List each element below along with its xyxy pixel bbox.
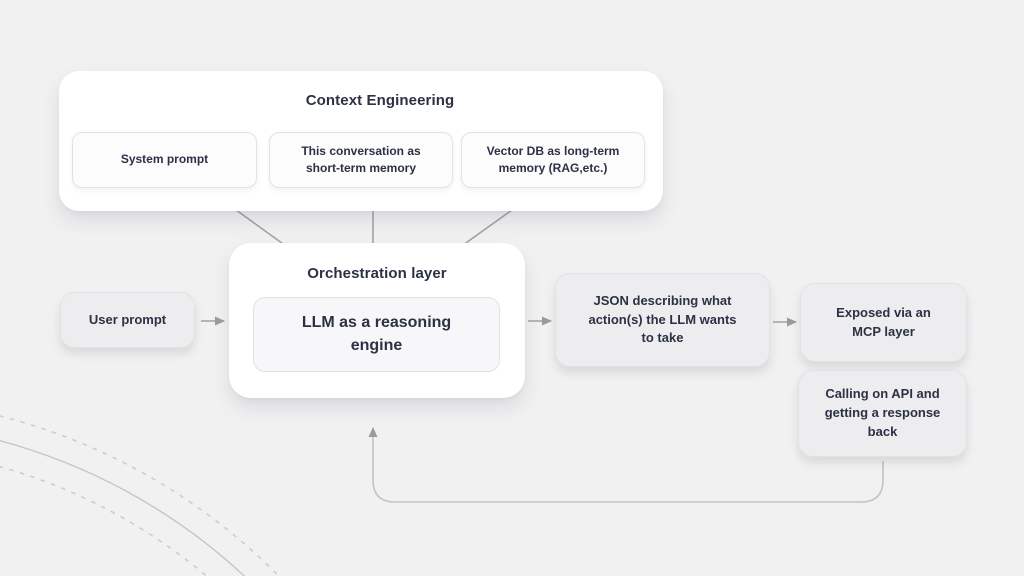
vector-db-node: Vector DB as long-term memory (RAG,etc.) <box>461 132 645 188</box>
short-term-memory-node: This conversation as short-term memory <box>269 132 453 188</box>
user-prompt-node: User prompt <box>60 292 195 348</box>
json-action-node: JSON describing what action(s) the LLM w… <box>555 273 770 367</box>
api-call-node: Calling on API and getting a response ba… <box>798 370 967 457</box>
llm-reasoning-engine-node: LLM as a reasoning engine <box>253 297 500 372</box>
system-prompt-label: System prompt <box>120 152 209 167</box>
user-prompt-label: User prompt <box>88 311 167 327</box>
system-prompt-node: System prompt <box>72 132 257 188</box>
json-action-label: JSON describing what action(s) the LLM w… <box>588 292 737 346</box>
vector-db-label: Vector DB as long-term memory (RAG,etc.) <box>486 143 620 175</box>
context-engineering-title: Context Engineering <box>305 92 455 109</box>
llm-reasoning-engine-label: LLM as a reasoning engine <box>301 314 452 354</box>
short-term-memory-label: This conversation as short-term memory <box>301 143 421 175</box>
api-call-label: Calling on API and getting a response ba… <box>824 386 941 439</box>
decorative-arcs <box>0 415 280 576</box>
orchestration-layer-title: Orchestration layer <box>307 265 447 282</box>
mcp-layer-label: Exposed via an MCP layer <box>836 304 931 339</box>
mcp-layer-node: Exposed via an MCP layer <box>800 283 967 362</box>
